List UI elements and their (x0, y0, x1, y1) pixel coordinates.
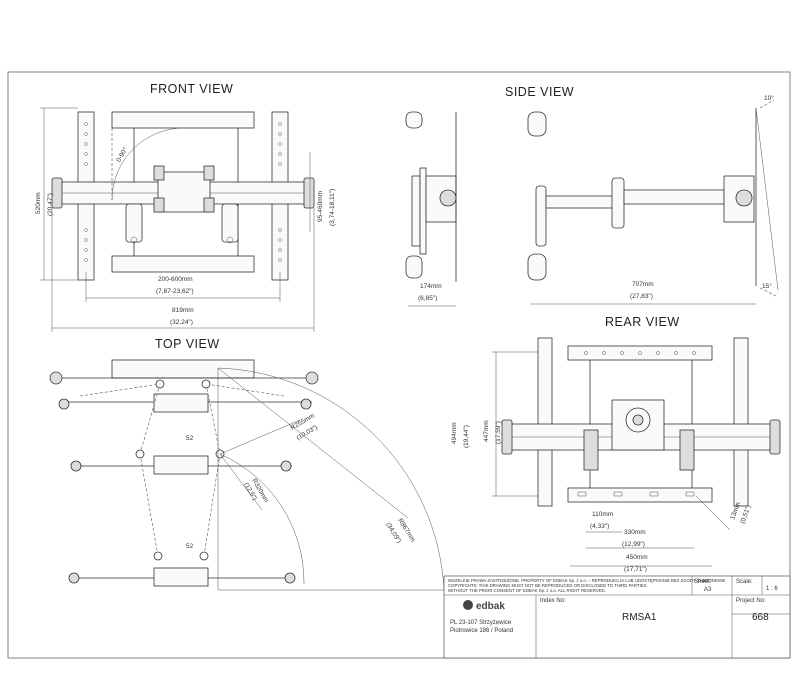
svg-text:52: 52 (186, 543, 194, 550)
rear-d1-in: (4,33") (590, 523, 609, 530)
top-r4-mm: 494mm (451, 422, 458, 444)
address-1: PL 23-107 Strzyżewice (450, 620, 512, 626)
front-view-title: FRONT VIEW (150, 82, 233, 96)
company-logo: edbak (463, 600, 505, 612)
rear-d3-mm: 450mm (626, 554, 648, 561)
company-name: edbak (476, 601, 505, 612)
rear-d2-in: (12,99") (622, 541, 645, 548)
sheet-value: A3 (704, 587, 712, 593)
front-vesa-w-mm: 200-600mm (158, 276, 193, 283)
rear-hole-in: (0,51") (739, 504, 752, 525)
side-view: SIDE VIEW 10° 15° 174mm (6,85") 707mm (2… (405, 85, 779, 307)
front-vadj-mm: 95-460mm (317, 191, 324, 222)
svg-text:52: 52 (186, 435, 194, 442)
title-block: WSZELKIE PRAWA ZASTRZEŻONE. PROPERTY OF … (443, 575, 791, 659)
rear-h-in: (17,59") (495, 421, 502, 444)
rear-d2-mm: 330mm (624, 529, 646, 536)
top-r4-in: (19,44") (463, 425, 470, 448)
tilt-bottom: 15° (762, 282, 772, 290)
side-depth-min-mm: 174mm (420, 283, 442, 290)
tilt-top: 10° (764, 94, 774, 102)
sheet-label: Sheet: (694, 579, 712, 585)
project-value: 668 (752, 612, 769, 623)
angle-label: 0-90° (115, 146, 130, 164)
rear-view-title: REAR VIEW (605, 315, 680, 329)
notice-1: WSZELKIE PRAWA ZASTRZEŻONE. PROPERTY OF … (448, 578, 726, 583)
index-value: RMSA1 (622, 612, 657, 623)
rear-d3-in: (17,71") (624, 566, 647, 573)
rear-d1-mm: 110mm (592, 511, 613, 518)
project-label: Project No: (736, 598, 766, 604)
drawing-frame (7, 71, 791, 659)
front-vesa-w-in: (7,87-23,62") (156, 288, 194, 295)
rear-h-mm: 447mm (483, 420, 490, 442)
address-2: Piotrowice 186 / Poland (450, 628, 513, 634)
rear-view: REAR VIEW 447mm (17,59") (483, 315, 781, 573)
index-label: Index No: (540, 598, 566, 604)
front-height-mm: 520mm (35, 192, 42, 214)
top-view-title: TOP VIEW (155, 337, 220, 351)
scale-label: Scale: (736, 579, 753, 585)
notice-2: COPYRIGHTS: THIS DRAWING MUST NOT BE REP… (448, 583, 647, 588)
side-depth-min-in: (6,85") (418, 295, 437, 302)
side-view-title: SIDE VIEW (505, 85, 574, 99)
side-depth-max-mm: 707mm (632, 281, 654, 288)
scale-value: 1 : 6 (766, 586, 778, 592)
front-width-in: (32,24") (170, 319, 193, 326)
front-view: FRONT VIEW (35, 82, 336, 332)
front-width-mm: 819mm (172, 307, 194, 314)
notice-3: WITHOUT THE PRIOR CONSENT OF EDBAK Sp. z… (448, 588, 606, 593)
front-vadj-in: (3,74-18,11") (329, 189, 336, 226)
front-height-in: (20,47") (47, 193, 54, 216)
side-depth-max-in: (27,83") (630, 293, 653, 300)
top-view: TOP VIEW 52 (49, 337, 470, 591)
